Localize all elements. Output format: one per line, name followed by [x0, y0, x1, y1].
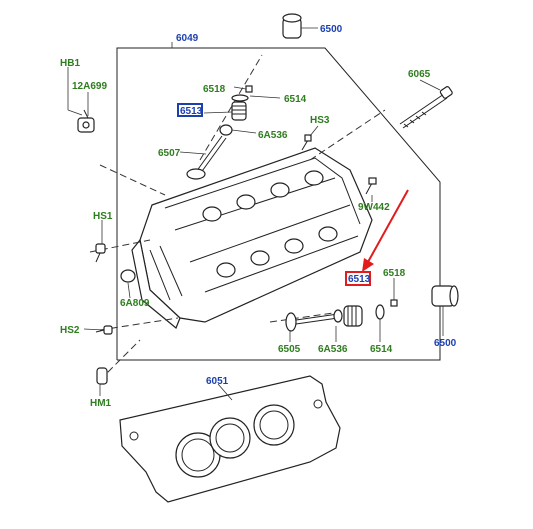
intake-valve-drawing: [186, 135, 227, 180]
cap-plug-drawing: [120, 269, 136, 283]
label-valve-spring-top[interactable]: 6513: [180, 106, 203, 117]
assembly-frame: [116, 47, 441, 361]
bolt-hs1-drawing: [95, 243, 106, 263]
label-hm1[interactable]: HM1: [90, 398, 112, 409]
exhaust-valve-drawing: [285, 312, 339, 332]
head-bolt-drawing: [399, 86, 453, 129]
label-valve-seal-right[interactable]: 6A536: [318, 344, 348, 355]
label-valve-key-right[interactable]: 6518: [383, 268, 406, 279]
dowel-hm1-drawing: [96, 367, 108, 385]
label-gasket[interactable]: 6051: [206, 376, 229, 387]
label-plug[interactable]: 9W442: [358, 202, 390, 213]
label-retainer-top[interactable]: 6514: [284, 94, 307, 105]
label-valve-seal-top[interactable]: 6A536: [258, 130, 288, 141]
label-hs3[interactable]: HS3: [310, 115, 330, 126]
label-hb1[interactable]: HB1: [60, 58, 80, 69]
label-hs1[interactable]: HS1: [93, 211, 113, 222]
label-intake-valve[interactable]: 6507: [158, 148, 181, 159]
cylinder-head-drawing: [131, 147, 373, 329]
tappet-right-drawing: [431, 285, 459, 307]
valve-seal-top-drawing: [219, 124, 233, 136]
bracket-drawing: [77, 109, 95, 133]
label-hs2[interactable]: HS2: [60, 325, 80, 336]
plug-9w442-drawing: [365, 177, 377, 195]
label-head-bolt[interactable]: 6065: [408, 69, 431, 80]
label-valve-spring-right[interactable]: 6513: [348, 274, 371, 285]
leader-lines: [67, 27, 444, 401]
highlight-box-blue: [177, 103, 203, 117]
label-valve-key-top[interactable]: 6518: [203, 84, 226, 95]
label-cylinder-head[interactable]: 6049: [176, 33, 199, 44]
cam-journals: [202, 170, 338, 278]
center-lines: [89, 54, 386, 381]
valve-spring-top-drawing: [231, 85, 253, 121]
label-tappet-right[interactable]: 6500: [434, 338, 457, 349]
label-exhaust-valve[interactable]: 6505: [278, 344, 301, 355]
label-retainer-right[interactable]: 6514: [370, 344, 393, 355]
label-tappet-top[interactable]: 6500: [320, 24, 343, 35]
label-bracket[interactable]: 12A699: [72, 81, 107, 92]
label-cap-plug[interactable]: 6A809: [120, 298, 150, 309]
valve-spring-right-drawing: [333, 305, 363, 327]
head-gasket-drawing: [119, 375, 341, 503]
tappet-top-drawing: [282, 13, 302, 39]
bolt-hs3-drawing: [301, 134, 312, 151]
retainer-right-drawing: [375, 299, 398, 320]
highlight-box-red: [345, 271, 371, 286]
red-arrow: [362, 189, 409, 272]
